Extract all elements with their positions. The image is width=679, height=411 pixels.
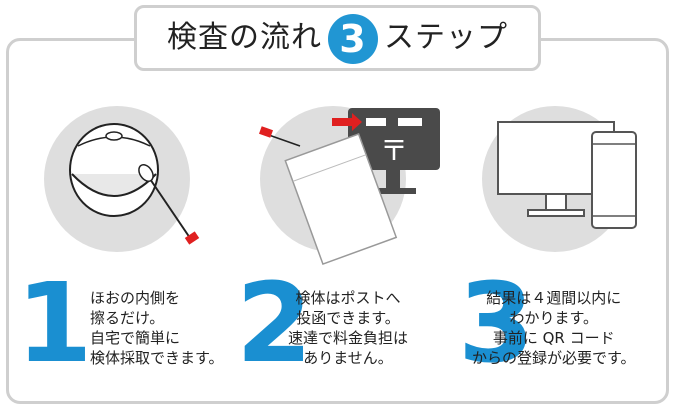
step-1-number: 1 xyxy=(16,259,93,387)
step-2: 〒 2 検体はポストへ 投函できます。 速達で料金負担は ありません。 xyxy=(230,78,450,398)
step-1-line: ほおの内側を xyxy=(90,289,181,307)
monitor-phone-icon xyxy=(497,121,637,229)
step-2-line: 検体はポストへ xyxy=(295,289,401,307)
title-prefix: 検査の流れ xyxy=(167,20,322,56)
step-3-number: 3 xyxy=(458,259,535,387)
title-suffix: ステップ xyxy=(384,20,508,56)
title-number-badge: 3 xyxy=(328,13,378,64)
step-1: 1 ほおの内側を 擦るだけ。 自宅で簡単に 検体採取できます。 xyxy=(16,78,242,398)
step-3-line: 事前に QR コード xyxy=(492,329,615,347)
step-2-line: ありません。 xyxy=(303,349,393,367)
step-3-line: 結果は４週間以内に xyxy=(486,289,622,307)
step-3-line: からの登録が必要です。 xyxy=(472,349,636,367)
step-1-line: 検体採取できます。 xyxy=(90,349,224,367)
post-mailbox-icon: 〒 xyxy=(258,108,440,266)
step-1-line: 自宅で簡単に xyxy=(90,329,181,347)
step-2-line: 投函できます。 xyxy=(296,309,400,327)
step-1-line: 擦るだけ。 xyxy=(90,309,165,327)
swab-kit-icon xyxy=(69,123,200,245)
step-3-description: 結果は４週間以内に わかります。 事前に QR コード からの登録が必要です。 xyxy=(472,288,636,368)
step-1-description: ほおの内側を 擦るだけ。 自宅で簡単に 検体採取できます。 xyxy=(90,288,224,368)
step-2-number: 2 xyxy=(236,259,313,387)
mailbox-mark: 〒 xyxy=(380,134,408,167)
step-3-line: わかります。 xyxy=(509,309,599,327)
step-3: 3 結果は４週間以内に わかります。 事前に QR コード からの登録が必要です… xyxy=(452,78,672,398)
step-2-description: 検体はポストへ 投函できます。 速達で料金負担は ありません。 xyxy=(288,288,408,368)
step-2-line: 速達で料金負担は xyxy=(288,329,409,347)
